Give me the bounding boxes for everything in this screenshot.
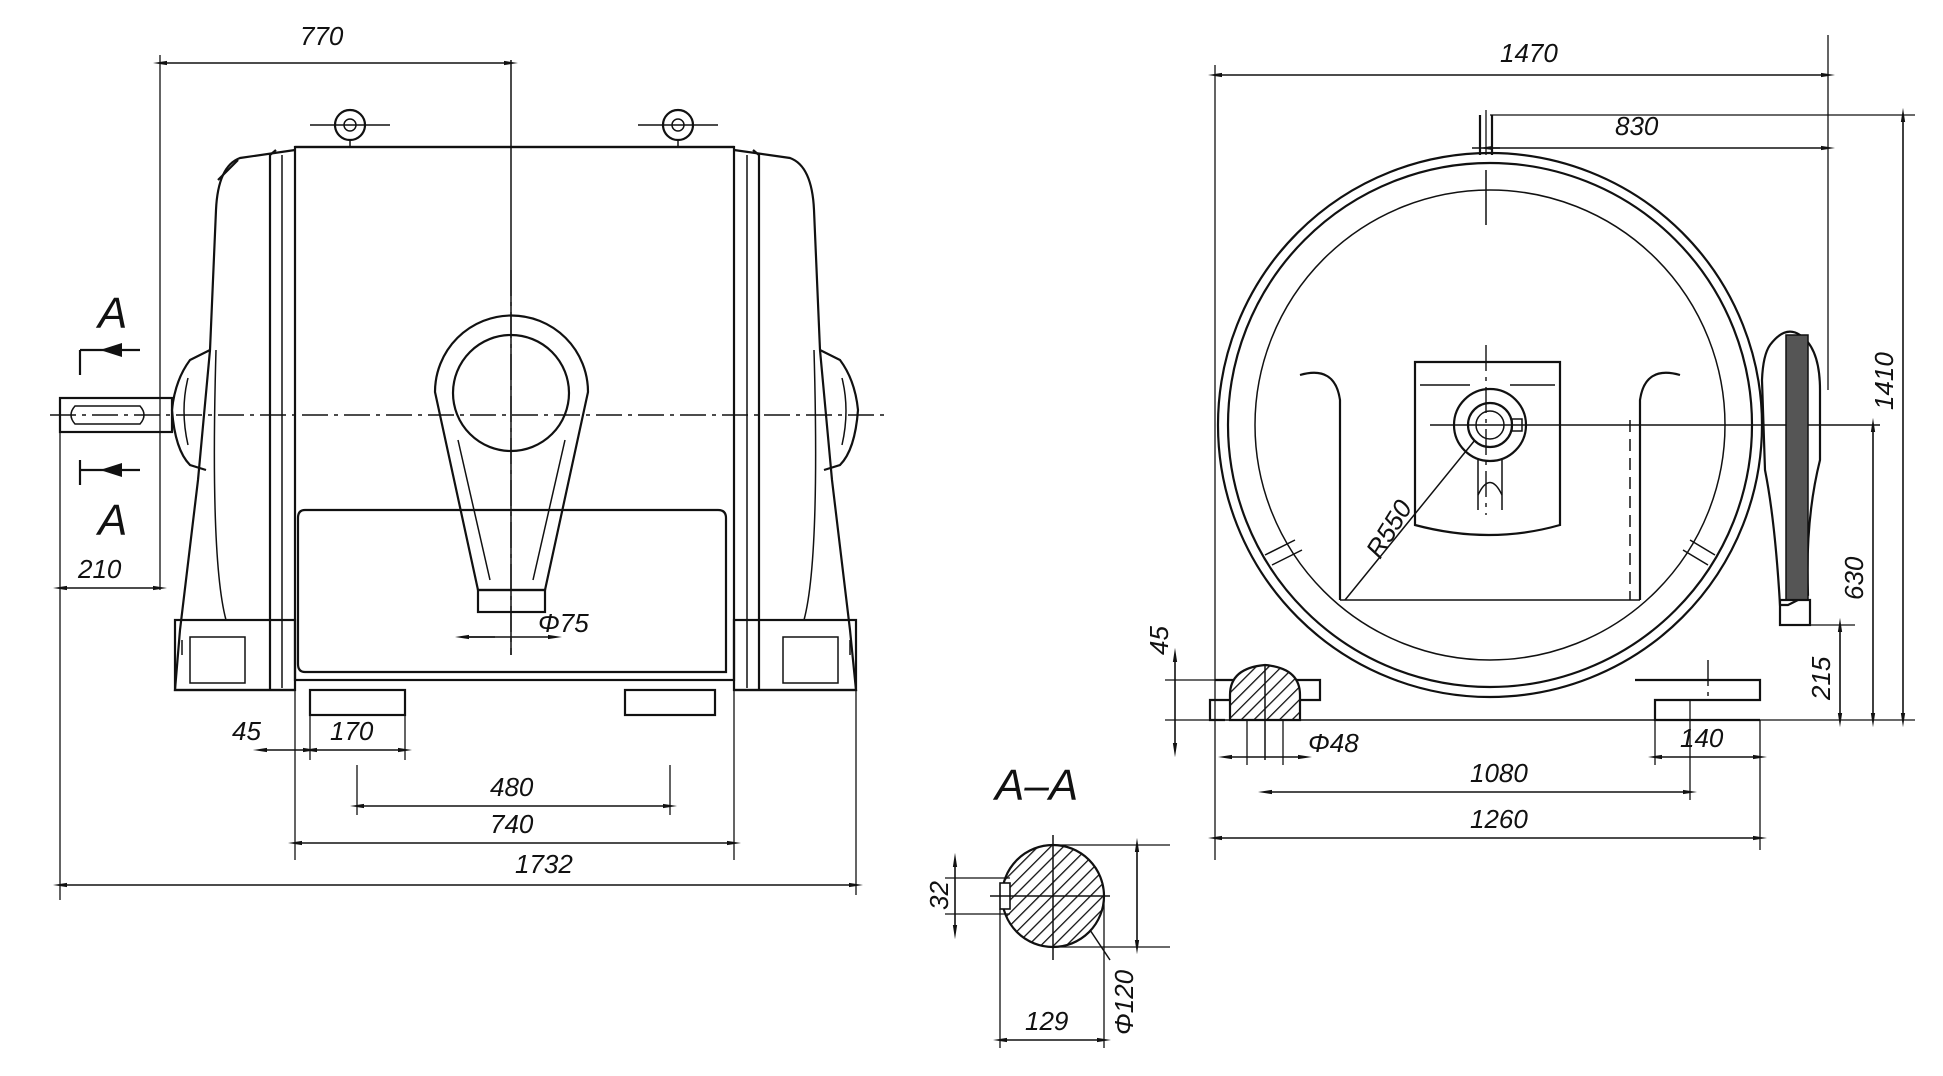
- dim-740: 740: [490, 809, 534, 839]
- motor-housing: [50, 60, 890, 717]
- dim-210: 210: [77, 554, 122, 584]
- lifting-eye-right: [638, 108, 718, 147]
- dim-129: 129: [1025, 1006, 1068, 1036]
- shaft-section: [990, 835, 1110, 960]
- dim-630: 630: [1839, 556, 1869, 600]
- end-foot-left: [1208, 663, 1322, 760]
- dimensions-side: 770 210 45 170 480 740 1732: [52, 21, 864, 900]
- dim-45-end: 45: [1144, 626, 1174, 655]
- foot-left: [173, 618, 297, 692]
- bearing-housing: [1413, 360, 1562, 537]
- section-letter-top: A: [95, 289, 127, 338]
- dim-phi48: Φ48: [1308, 728, 1359, 758]
- dim-phi75: Φ75: [538, 608, 589, 638]
- end-view: R550 1470 83: [1144, 35, 1915, 860]
- dim-32: 32: [924, 881, 954, 910]
- dim-1470: 1470: [1500, 38, 1558, 68]
- dim-phi120: Φ120: [1109, 969, 1139, 1035]
- end-foot-right: [1635, 660, 1762, 722]
- foot-right: [732, 618, 858, 692]
- dim-r550: R550: [1360, 494, 1419, 563]
- section-mark-a-top: A: [78, 289, 140, 375]
- dimensions-end: 1470 830 1410 630 215 45: [1144, 35, 1915, 860]
- dim-480: 480: [490, 772, 534, 802]
- dim-45-side: 45: [232, 716, 261, 746]
- dim-1410: 1410: [1869, 352, 1899, 410]
- terminal-box-side: [1760, 330, 1822, 627]
- dim-1732: 1732: [515, 849, 573, 879]
- dim-215: 215: [1806, 656, 1836, 701]
- section-a-a: A–A 32 Φ120 129: [924, 761, 1170, 1048]
- dim-140: 140: [1680, 723, 1724, 753]
- section-title: A–A: [992, 761, 1078, 810]
- dim-770: 770: [300, 21, 344, 51]
- section-letter-bottom: A: [95, 496, 127, 545]
- dim-1080: 1080: [1470, 758, 1528, 788]
- dim-170: 170: [330, 716, 374, 746]
- side-view: A A 770 210 45 170: [50, 21, 890, 900]
- dim-830: 830: [1615, 111, 1659, 141]
- section-mark-a-bottom: A: [78, 460, 140, 545]
- dim-1260: 1260: [1470, 804, 1528, 834]
- lifting-eye-left: [310, 108, 390, 147]
